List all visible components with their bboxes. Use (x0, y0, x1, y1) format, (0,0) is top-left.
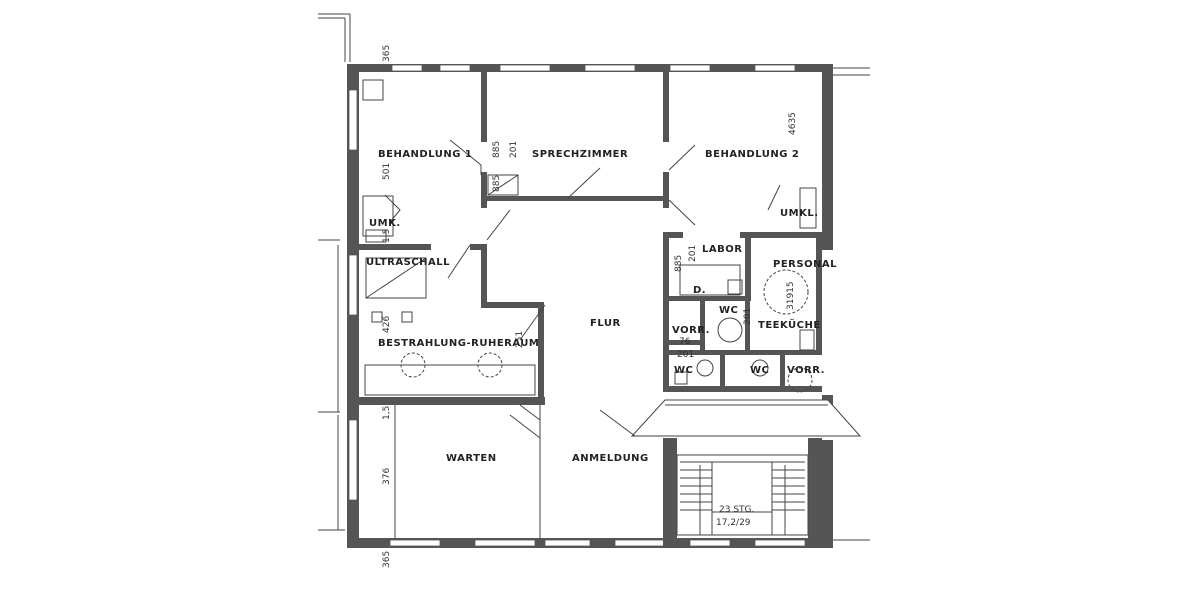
dim-426: 426 (382, 316, 392, 333)
exterior-walls (347, 64, 833, 548)
dim-376: 376 (382, 468, 392, 485)
interior-walls (359, 72, 822, 548)
label-labor: LABOR (702, 244, 742, 255)
label-anmeldung: ANMELDUNG (572, 453, 649, 464)
dim-885-b: 885 (492, 175, 502, 192)
dim-201-wc: 201 (677, 350, 694, 360)
dim-885-labor: 885 (674, 255, 684, 272)
top-windows (391, 64, 796, 72)
dim-885-a: 885 (492, 141, 502, 158)
label-teekueche: TEEKÜCHE (758, 317, 821, 331)
left-windows (348, 89, 358, 501)
dim-201-labor: 201 (688, 245, 698, 262)
label-wc-mid: WC (750, 365, 769, 376)
stair-ratio: 17,2/29 (716, 518, 751, 528)
neighbour-outline (318, 13, 870, 541)
label-umk-left: UMK. (369, 218, 401, 229)
label-sprechzimmer: SPRECHZIMMER (532, 149, 628, 160)
label-wc-small: WC (719, 305, 738, 316)
dim-4635: 4635 (788, 112, 798, 135)
stair-annotation: 23 STG. 17,2/29 (716, 505, 754, 528)
room-labels: BEHANDLUNG 1 SPRECHZIMMER BEHANDLUNG 2 U… (366, 149, 837, 464)
label-vorr-left: VORR. (672, 325, 710, 336)
label-bestrahlung-ruheraum: BESTRAHLUNG-RUHERAUM (378, 338, 539, 349)
dim-501: 501 (382, 163, 392, 180)
stair-steps: 23 STG. (719, 505, 754, 515)
label-wc-left: WC (674, 365, 693, 376)
label-d: D. (693, 285, 706, 296)
dim-76: 76 (679, 337, 691, 347)
dim-top-365: 365 (382, 45, 392, 62)
label-vorr-right: VORR. (787, 365, 825, 376)
dim-bottom-365: 365 (382, 551, 392, 568)
label-behandlung-2: BEHANDLUNG 2 (705, 149, 799, 160)
dim-15-umk: 1,5 (382, 229, 392, 243)
furniture (362, 79, 817, 396)
dim-15-left: 1,5 (382, 406, 392, 420)
label-ultraschall: ULTRASCHALL (366, 257, 450, 268)
entrance-canopy (630, 399, 862, 437)
label-warten: WARTEN (446, 453, 497, 464)
door-swings (384, 139, 781, 538)
dim-201-top: 201 (509, 141, 519, 158)
dimension-labels: 365 365 501 4635 426 376 251 885 201 885… (382, 45, 798, 568)
dim-251: 251 (515, 331, 525, 348)
label-flur: FLUR (590, 318, 621, 329)
staircase (676, 454, 809, 536)
label-umk-right: UMKL. (780, 208, 819, 219)
label-behandlung-1: BEHANDLUNG 1 (378, 149, 472, 160)
dim-201-vorr: 201 (743, 308, 753, 325)
dim-31915: 31915 (786, 281, 796, 310)
label-personal: PERSONAL (773, 259, 837, 270)
